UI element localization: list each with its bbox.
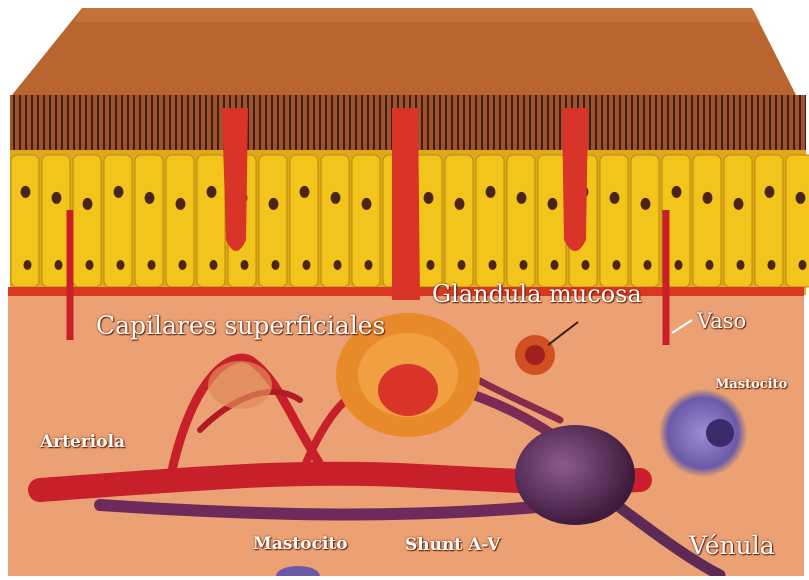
label-glandula-mucosa: Glandula mucosa <box>432 282 642 306</box>
label-arteriola: Arteriola <box>40 434 125 451</box>
basal-cell-nucleus <box>675 260 683 270</box>
label-mastocito-top: Mastocito <box>715 378 787 391</box>
cell-nucleus <box>703 192 713 204</box>
cell-nucleus <box>52 192 62 204</box>
cell-nucleus <box>455 198 465 210</box>
cell-nucleus <box>734 198 744 210</box>
venule-sinus <box>515 425 635 525</box>
label-mastocito-bottom: Mastocito <box>253 536 348 553</box>
basal-cell-nucleus <box>272 260 280 270</box>
cell-nucleus <box>21 186 31 198</box>
cell-nucleus <box>424 192 434 204</box>
mucus-layer <box>12 8 796 95</box>
basal-cell-nucleus <box>582 260 590 270</box>
basal-cell-nucleus <box>148 260 156 270</box>
cell-nucleus <box>269 198 279 210</box>
cell-nucleus <box>145 192 155 204</box>
cell-nucleus <box>486 186 496 198</box>
basal-cell-nucleus <box>365 260 373 270</box>
cell-nucleus <box>548 198 558 210</box>
cell-nucleus <box>517 192 527 204</box>
cell-nucleus <box>362 198 372 210</box>
mast-cell-top <box>659 389 747 477</box>
basal-cell-nucleus <box>520 260 528 270</box>
cell-nucleus <box>300 186 310 198</box>
label-venula: Vénula <box>689 533 775 558</box>
cell-nucleus <box>83 198 93 210</box>
basal-cell-nucleus <box>24 260 32 270</box>
cell-nucleus <box>672 186 682 198</box>
cell-nucleus <box>176 198 186 210</box>
cell-nucleus <box>207 186 217 198</box>
basal-cell-nucleus <box>241 260 249 270</box>
basal-cell-nucleus <box>489 260 497 270</box>
cell-nucleus <box>765 186 775 198</box>
cell-nucleus <box>641 198 651 210</box>
cell-nucleus <box>114 186 124 198</box>
basal-cell-nucleus <box>799 260 807 270</box>
cell-nucleus <box>331 192 341 204</box>
basal-cell-nucleus <box>55 260 63 270</box>
basal-cell-nucleus <box>179 260 187 270</box>
basal-cell-nucleus <box>644 260 652 270</box>
label-vaso: Vaso <box>697 311 746 332</box>
basal-cell-nucleus <box>458 260 466 270</box>
cell-nucleus <box>610 192 620 204</box>
basal-cell-nucleus <box>551 260 559 270</box>
label-capilares-superficiales: Capilares superficiales <box>96 313 385 338</box>
basal-cell-nucleus <box>303 260 311 270</box>
cell-nucleus <box>796 192 806 204</box>
basal-cell-nucleus <box>334 260 342 270</box>
basal-cell-nucleus <box>210 260 218 270</box>
label-shunt-av: Shunt A-V <box>405 537 500 554</box>
basal-cell-nucleus <box>737 260 745 270</box>
basal-cell-nucleus <box>117 260 125 270</box>
basal-cell-nucleus <box>427 260 435 270</box>
basal-cell-nucleus <box>613 260 621 270</box>
basal-cell-nucleus <box>86 260 94 270</box>
basal-cell-nucleus <box>768 260 776 270</box>
basal-cell-nucleus <box>706 260 714 270</box>
